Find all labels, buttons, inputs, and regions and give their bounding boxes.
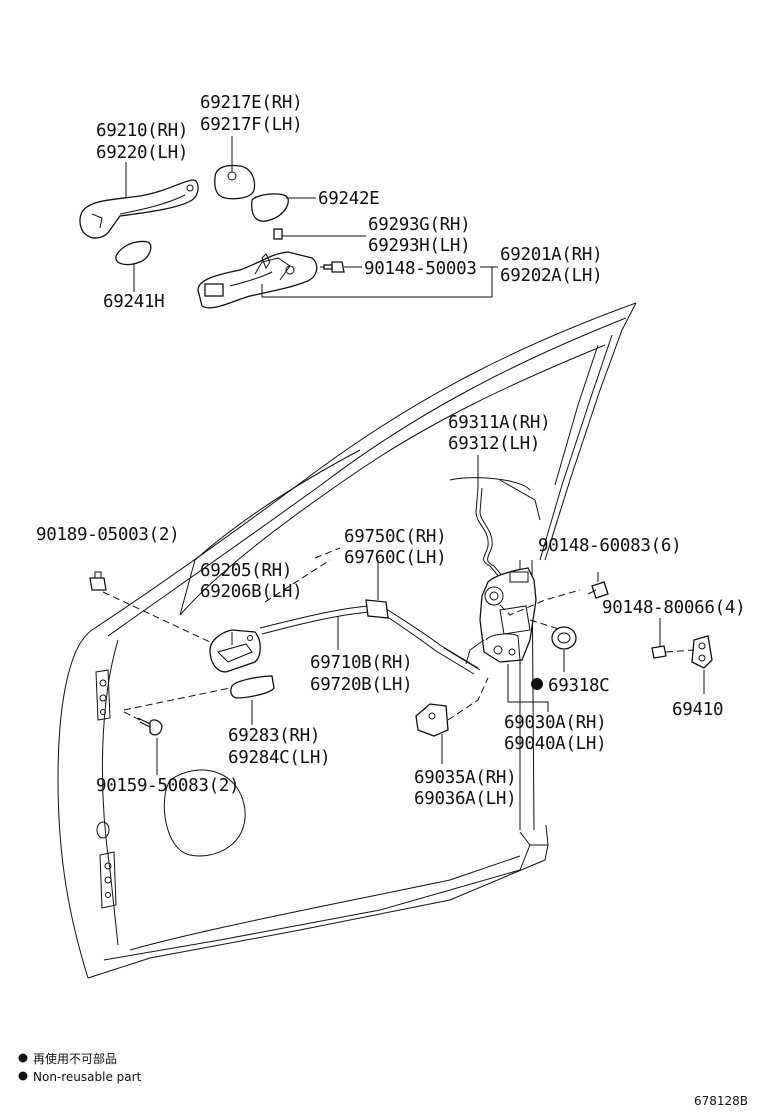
handle-gasket <box>115 240 152 266</box>
inside-handle <box>209 629 261 673</box>
label-69205: 69205(RH) <box>200 561 292 581</box>
label-69035a: 69035A(RH) <box>414 768 516 788</box>
label-69036a: 69036A(LH) <box>414 789 516 809</box>
label-69202a: 69202A(LH) <box>500 266 602 286</box>
label-69284c: 69284C(LH) <box>228 748 330 768</box>
label-69242e: 69242E <box>318 189 379 209</box>
label-69312: 69312(LH) <box>448 434 540 454</box>
label-69210: 69210(RH) <box>96 121 188 141</box>
label-69283: 69283(RH) <box>228 726 320 746</box>
legend-en-text: Non-reusable part <box>33 1070 142 1084</box>
label-90148-80066: 90148-80066(4) <box>602 598 745 618</box>
label-69760c: 69760C(LH) <box>344 548 446 568</box>
label-69710b: 69710B(RH) <box>310 653 412 673</box>
non-reusable-marker <box>531 678 543 690</box>
screw-90148-60083 <box>587 581 609 599</box>
door-panel <box>57 302 637 979</box>
legend-jp-text: 再使用不可部品 <box>33 1051 117 1066</box>
label-69410: 69410 <box>672 700 723 720</box>
label-90148-60083: 90148-60083(6) <box>538 536 681 556</box>
label-69206b: 69206B(LH) <box>200 582 302 602</box>
striker <box>691 635 713 669</box>
screw-90159-50083 <box>137 717 163 736</box>
label-69030a: 69030A(RH) <box>504 713 606 733</box>
lock-bracket <box>415 703 449 737</box>
illustration-id: 678128B <box>694 1094 748 1108</box>
handle-pad <box>251 193 289 222</box>
label-69040a: 69040A(LH) <box>504 734 606 754</box>
legend-dot-en <box>18 1071 28 1081</box>
label-90189-05003: 90189-05003(2) <box>36 525 179 545</box>
label-69217f: 69217F(LH) <box>200 115 302 135</box>
label-69318c: 69318C <box>548 676 609 696</box>
handle-cap <box>214 164 256 200</box>
legend-dot-jp <box>18 1053 28 1063</box>
screw-90148-80066 <box>651 636 667 659</box>
label-69293g: 69293G(RH) <box>368 215 470 235</box>
grommet-69318c <box>551 626 577 650</box>
screw-90189-05003 <box>89 571 107 591</box>
control-cable <box>259 599 481 675</box>
handle-frame <box>197 228 318 309</box>
outside-handle <box>79 179 199 239</box>
part-labels: 69217E(RH) 69217F(LH) 69210(RH) 69220(LH… <box>36 93 746 809</box>
label-69750c: 69750C(RH) <box>344 527 446 547</box>
label-69220: 69220(LH) <box>96 143 188 163</box>
label-69720b: 69720B(LH) <box>310 675 412 695</box>
door-lock-assembly <box>465 567 537 665</box>
legend: 再使用不可部品 Non-reusable part <box>18 1051 142 1084</box>
label-90148-50003: 90148-50003 <box>364 259 477 279</box>
label-69241h: 69241H <box>103 292 164 312</box>
label-69217e: 69217E(RH) <box>200 93 302 113</box>
lock-rod <box>475 487 505 579</box>
label-90159-50083: 90159-50083(2) <box>96 776 239 796</box>
label-69293h: 69293H(LH) <box>368 236 470 256</box>
screw-90148-50003 <box>323 261 345 273</box>
label-69311a: 69311A(RH) <box>448 413 550 433</box>
inside-handle-cover <box>230 675 275 699</box>
label-69201a: 69201A(RH) <box>500 245 602 265</box>
